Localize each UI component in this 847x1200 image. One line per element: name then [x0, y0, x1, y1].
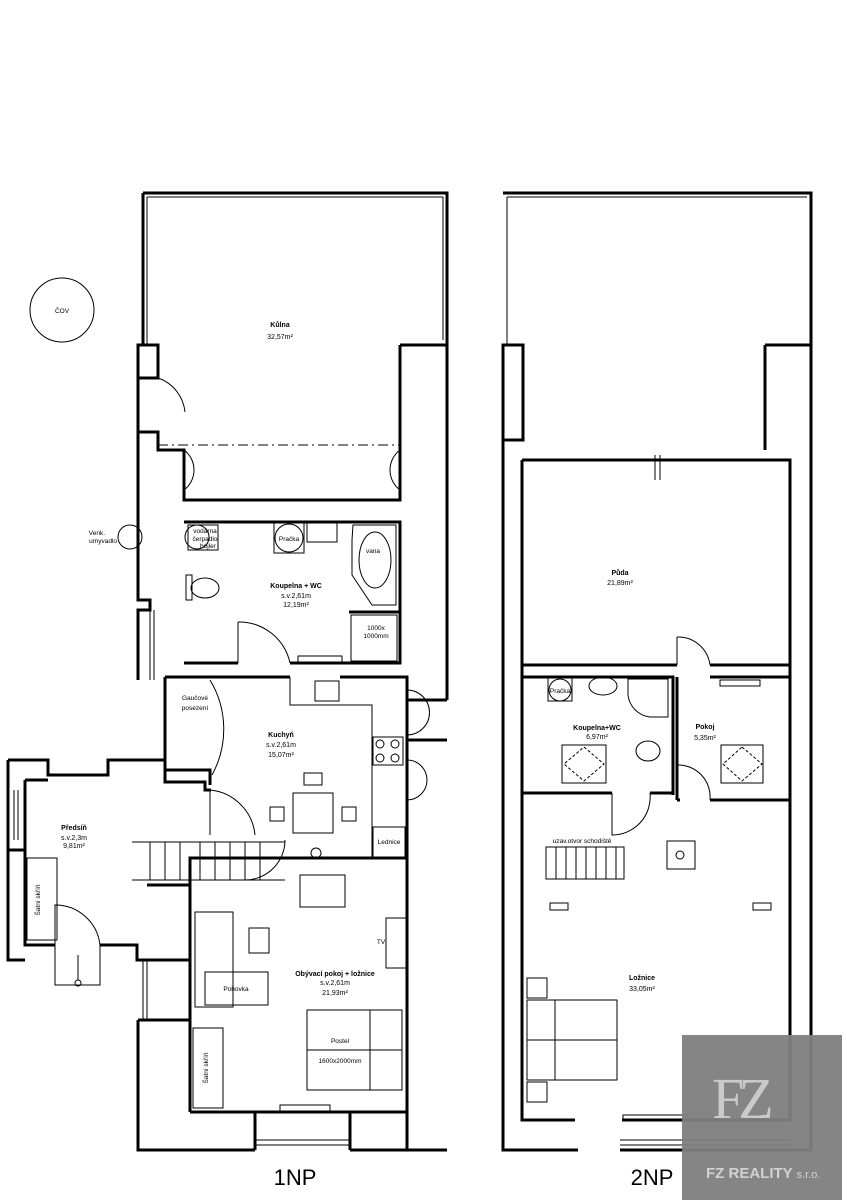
room-area: 21,93m²	[322, 990, 348, 997]
room-area: 12,19m²	[283, 602, 309, 609]
gauc-label: posezení	[182, 705, 209, 712]
tv-label: TV	[377, 939, 386, 946]
room-kuchyn: Kuchyň s.v.2,61m 15,07m²	[266, 732, 296, 759]
satni-label: Šatní skříň	[201, 1052, 210, 1083]
room-koupelna-2np: Koupelna+WC 6,97m²	[573, 725, 621, 741]
pracka-label: Pračka	[279, 536, 300, 543]
room-name: Koupelna+WC	[573, 725, 621, 732]
room-name: Půda	[611, 569, 628, 577]
postel-label: Postel	[331, 1038, 350, 1045]
room-name: Předsíň	[61, 825, 87, 832]
schodiste-label: uzav.otvor schodiště	[553, 838, 612, 845]
room-height: s.v.2,61m	[281, 593, 311, 600]
room-area: 9,81m²	[63, 843, 85, 850]
pracka-label: Pračka	[550, 688, 571, 695]
company-name: FZ REALITY	[706, 1165, 793, 1182]
venk-label: Venk.	[89, 530, 105, 537]
room-height: s.v.2,61m	[320, 980, 350, 987]
floor-2np	[501, 191, 813, 1152]
room-area: 33,05m²	[629, 986, 655, 993]
room-kulna: Kůlna 32,57m²	[267, 321, 293, 341]
vodarna-label: bojler	[200, 543, 217, 550]
shower-label: 1000x	[367, 625, 385, 632]
pohovka-label: Pohovka	[223, 986, 249, 993]
watermark-logo: FZ	[712, 1066, 774, 1131]
room-area: 21,89m²	[607, 580, 633, 587]
room-puda: Půda 21,89m²	[607, 569, 633, 587]
room-name: Kůlna	[270, 321, 290, 329]
room-height: s.v.2,61m	[266, 742, 296, 749]
room-pokoj: Pokoj 5,35m²	[694, 724, 716, 742]
room-area: 32,57m²	[267, 334, 293, 341]
room-area: 6,97m²	[586, 734, 608, 741]
company-suffix: s.r.o.	[796, 1169, 821, 1181]
room-name: Pokoj	[695, 724, 714, 731]
floor-1np	[6, 191, 449, 1152]
vodarna-label: vodárna	[193, 528, 217, 535]
vana-label: vana	[366, 548, 380, 555]
room-name: Obývací pokoj + ložnice	[295, 971, 375, 978]
lednice-label: Lednice	[378, 839, 401, 846]
floor-label-1np: 1NP	[274, 1165, 317, 1190]
room-loznice: Ložnice 33,05m²	[629, 975, 656, 993]
postel-size-label: 1600x2000mm	[319, 1058, 362, 1065]
venk-label: umyvadlo	[89, 538, 117, 545]
room-name: Ložnice	[629, 975, 655, 982]
room-name: Koupelna + WC	[270, 583, 322, 590]
watermark: FZ FZ REALITY s.r.o.	[682, 1035, 842, 1200]
fixture-labels-2np: Pračka uzav.otvor schodiště	[550, 688, 612, 845]
fixture-labels-1np: ČOV Venk. umyvadlo vodárna čerpadlo bojl…	[33, 306, 401, 1084]
floor-label-2np: 2NP	[631, 1165, 674, 1190]
room-area: 5,35m²	[694, 735, 716, 742]
room-name: Kuchyň	[268, 732, 294, 739]
room-height: s.v.2,3m	[61, 835, 87, 842]
satni-label: Šatní skříň	[33, 884, 42, 915]
gauc-label: Gaučové	[182, 695, 208, 702]
room-predsin: Předsíň s.v.2,3m 9,81m²	[61, 825, 87, 850]
cov-label: ČOV	[55, 306, 70, 315]
room-obyvaci: Obývací pokoj + ložnice s.v.2,61m 21,93m…	[295, 971, 375, 997]
vodarna-label: čerpadlo	[193, 536, 218, 543]
watermark-company: FZ REALITY s.r.o.	[706, 1165, 820, 1182]
room-area: 15,07m²	[268, 752, 294, 759]
room-koupelna: Koupelna + WC s.v.2,61m 12,19m²	[270, 583, 322, 609]
shower-label: 1000mm	[363, 633, 388, 640]
